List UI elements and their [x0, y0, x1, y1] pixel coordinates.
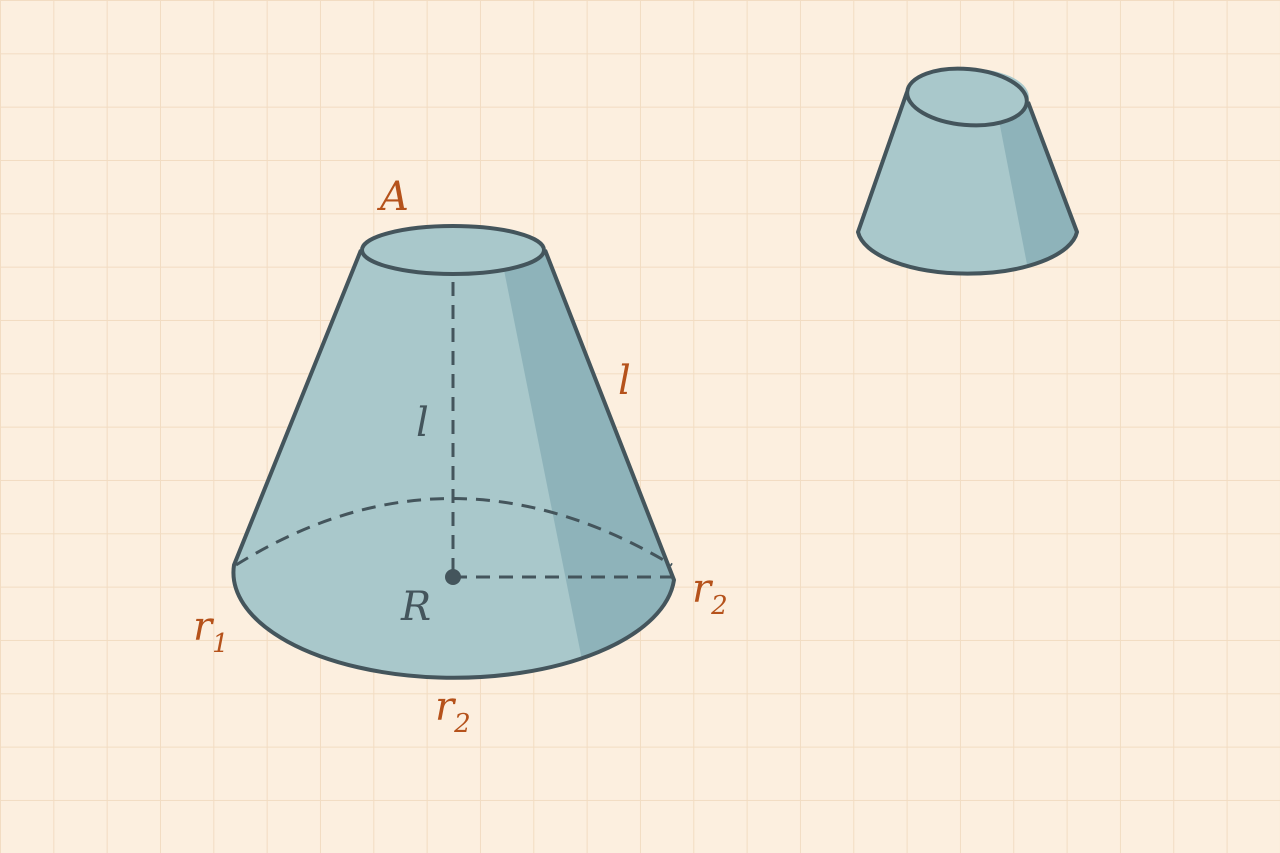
large-frustum-top-face	[360, 224, 546, 276]
small-frustum	[856, 66, 1079, 276]
small-frustum-outline	[856, 91, 1079, 276]
bottom-radius-label: r2	[435, 684, 471, 739]
center-label: R	[400, 584, 431, 630]
right-radius-label: r2	[692, 566, 728, 621]
bottom-radius-symbol: r	[435, 684, 457, 730]
height-label: l	[416, 400, 429, 446]
left-radius-symbol: r	[193, 604, 215, 650]
slant-height-label: l	[618, 358, 631, 404]
large-frustum	[231, 224, 676, 680]
large-frustum-shading	[500, 250, 674, 678]
hidden-base-edge	[235, 497, 673, 567]
center-point	[445, 569, 461, 585]
apex-label: A	[376, 174, 409, 220]
right-radius-subscript: 2	[710, 591, 728, 621]
small-frustum-top-face	[905, 66, 1029, 128]
left-radius-label: r1	[193, 604, 229, 659]
large-frustum-outline	[231, 249, 676, 680]
left-radius-subscript: 1	[212, 629, 229, 659]
small-frustum-shading	[995, 100, 1077, 274]
right-radius-symbol: r	[692, 566, 714, 612]
bottom-radius-subscript: 2	[453, 709, 471, 739]
